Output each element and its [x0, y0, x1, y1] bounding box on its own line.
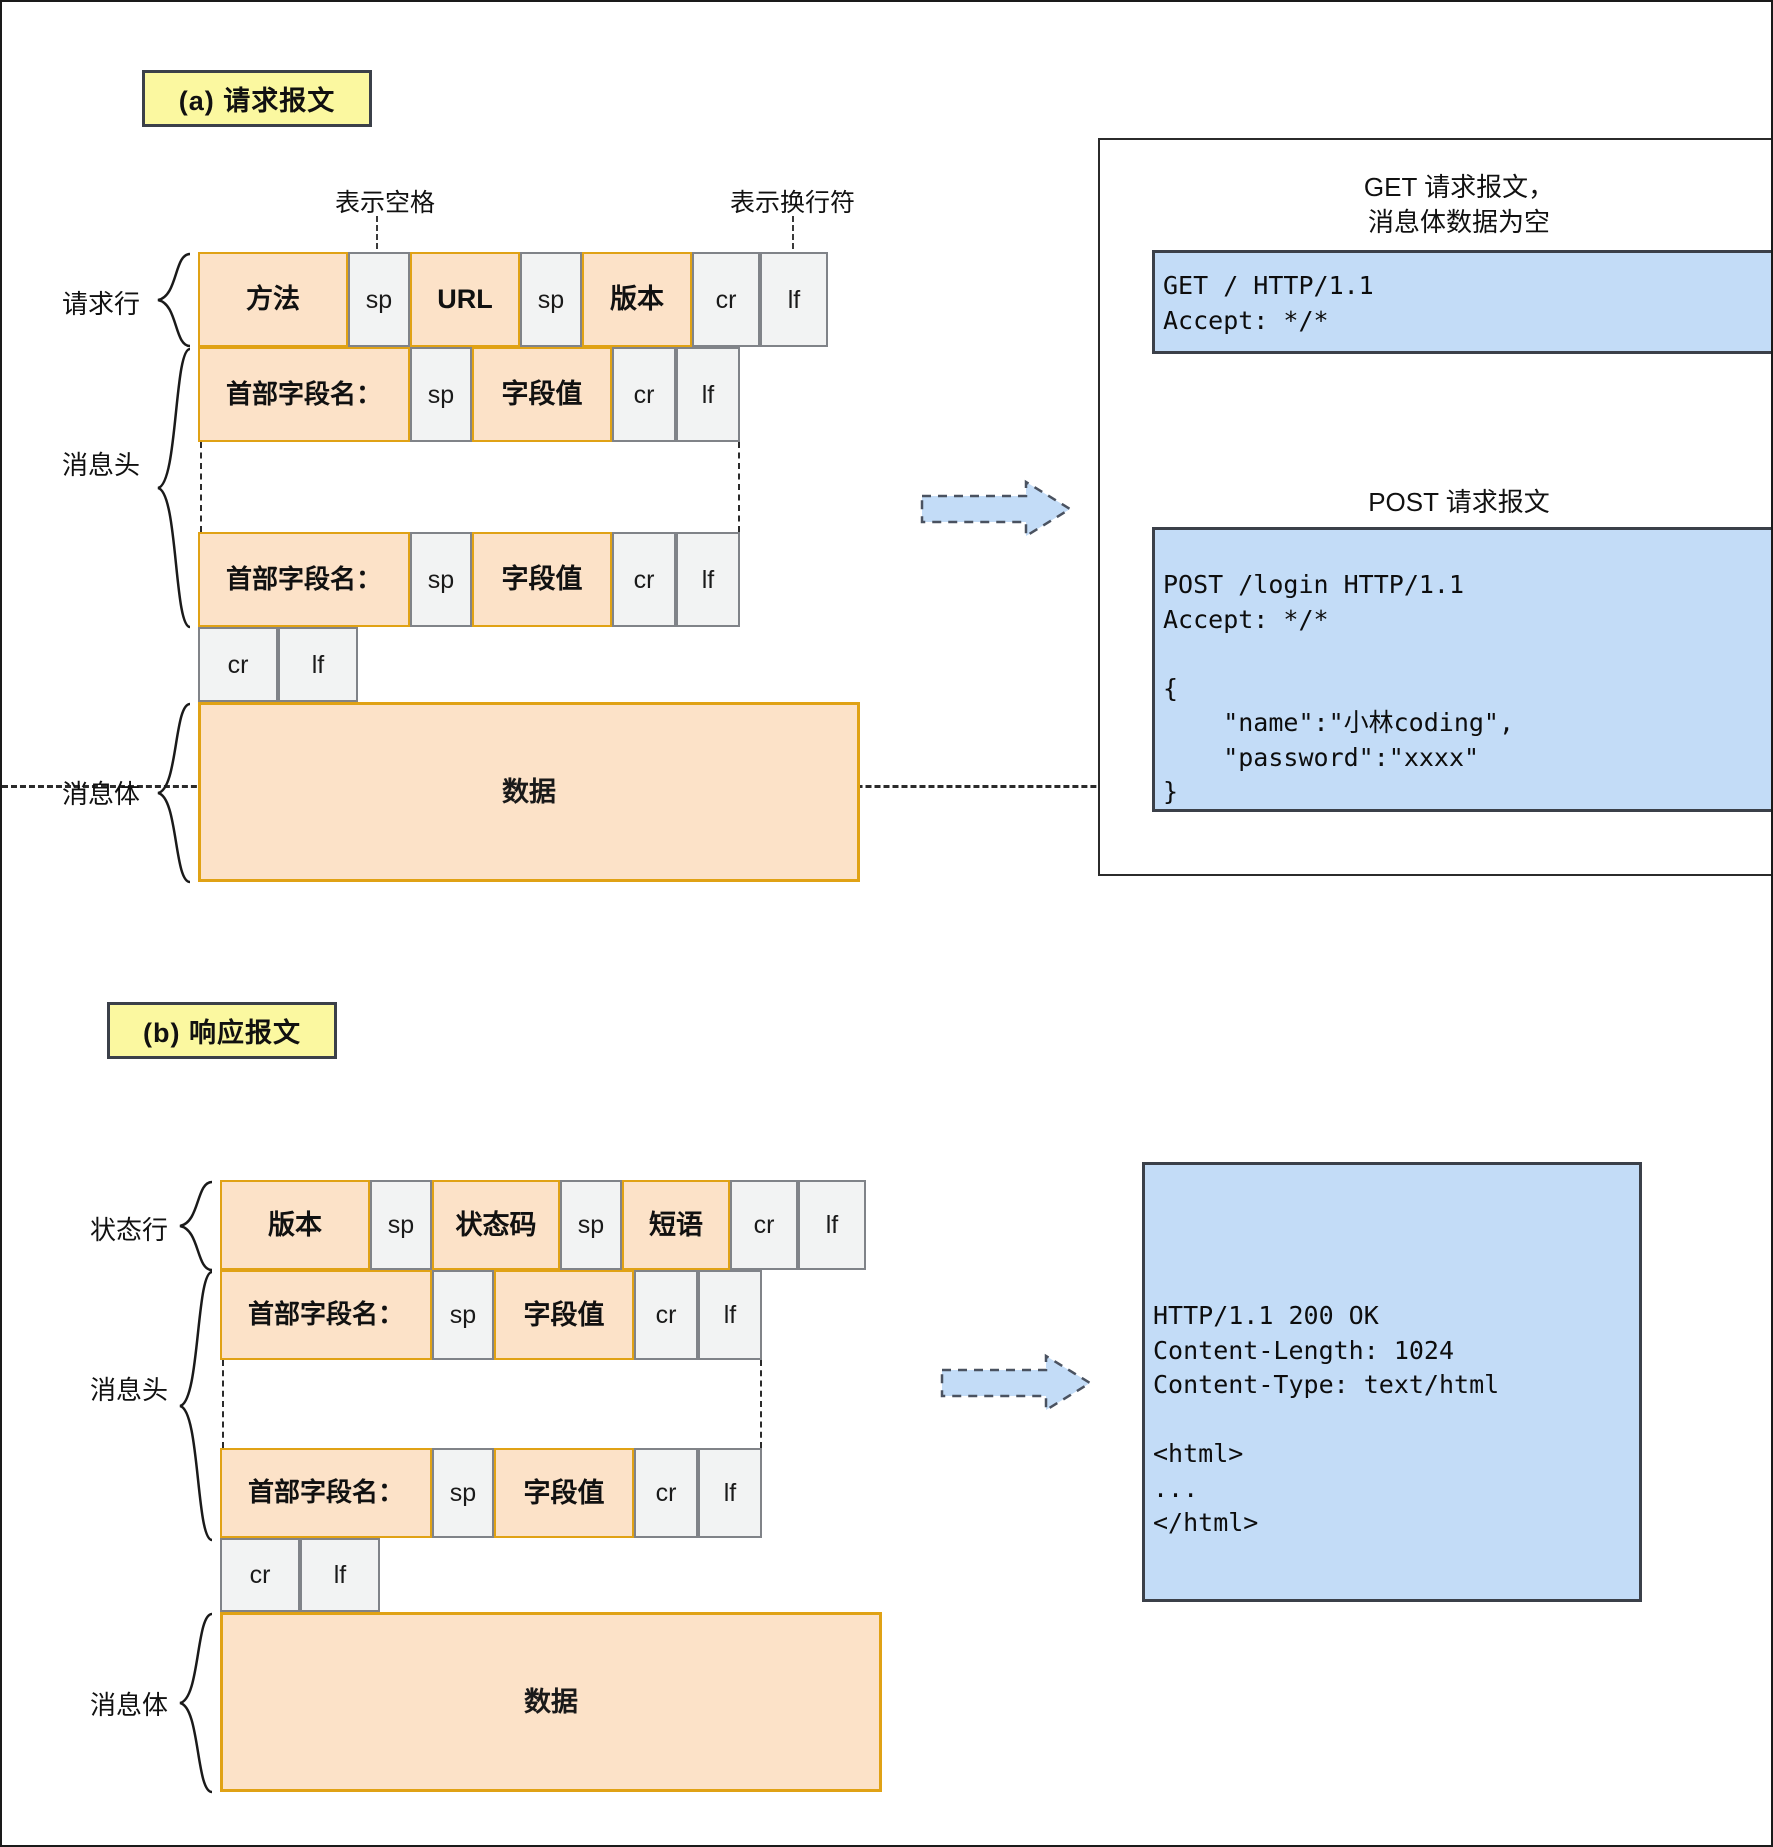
cell-sp-8: sp: [432, 1448, 494, 1538]
callout-space-leader: [376, 216, 378, 258]
cell-sp-1: sp: [348, 252, 410, 347]
caption-request-message: (a) 请求报文: [142, 70, 372, 127]
label-message-body-a: 消息体: [62, 779, 141, 809]
cell-lf-2: lf: [676, 347, 740, 442]
cell-lf-6: lf: [698, 1448, 762, 1538]
cell-cr-6: cr: [634, 1448, 698, 1538]
cell-method: 方法: [198, 252, 348, 347]
label-request-line: 请求行: [62, 289, 141, 319]
code-get-request-text: GET / HTTP/1.1 Accept: */*: [1163, 271, 1374, 335]
cell-cr-1: cr: [692, 252, 760, 347]
cell-cr-3: cr: [612, 532, 676, 627]
cell-sp-3: sp: [410, 347, 472, 442]
cell-body-data-response: 数据: [220, 1612, 882, 1792]
code-post-request-text: POST /login HTTP/1.1 Accept: */* { "name…: [1163, 570, 1515, 806]
header-continuation-left-b: [222, 1360, 224, 1448]
brace-message-body-b: [179, 1612, 213, 1794]
callout-newline-label: 表示换行符: [730, 189, 856, 217]
cell-cr-5: cr: [634, 1270, 698, 1360]
brace-message-header-a: [157, 347, 191, 629]
cell-header-name-4: 首部字段名：: [220, 1448, 432, 1538]
callout-space-label: 表示空格: [335, 189, 436, 217]
cell-lf-3: lf: [676, 532, 740, 627]
flow-arrow-request-icon: [920, 479, 1073, 539]
code-response-message: HTTP/1.1 200 OK Content-Length: 1024 Con…: [1142, 1162, 1642, 1602]
panel-title-post: POST 请求报文: [1368, 487, 1550, 517]
cell-sp-6: sp: [560, 1180, 622, 1270]
cell-sp-2: sp: [520, 252, 582, 347]
cell-header-value-4: 字段值: [494, 1448, 634, 1538]
cell-header-name-2: 首部字段名：: [198, 532, 410, 627]
section-divider: [2, 785, 1771, 788]
cell-header-value-1: 字段值: [472, 347, 612, 442]
cell-lf-1: lf: [760, 252, 828, 347]
cell-header-name-3: 首部字段名：: [220, 1270, 432, 1360]
panel-title-get: GET 请求报文， 消息体数据为空: [1363, 172, 1555, 238]
cell-lf-blank-b: lf: [300, 1538, 380, 1612]
cell-sp-4: sp: [410, 532, 472, 627]
callout-newline-leader: [792, 216, 794, 258]
cell-status-code: 状态码: [432, 1180, 560, 1270]
code-get-request: GET / HTTP/1.1 Accept: */*: [1152, 250, 1771, 354]
label-status-line: 状态行: [90, 1215, 169, 1245]
cell-version: 版本: [582, 252, 692, 347]
brace-status-line: [179, 1180, 213, 1272]
header-continuation-left: [200, 442, 202, 532]
cell-lf-blank: lf: [278, 627, 358, 702]
cell-header-name-1: 首部字段名：: [198, 347, 410, 442]
cell-header-value-3: 字段值: [494, 1270, 634, 1360]
header-continuation-right-b: [760, 1360, 762, 1448]
caption-response-message: (b) 响应报文: [107, 1002, 337, 1059]
cell-lf-4: lf: [798, 1180, 866, 1270]
cell-cr-blank: cr: [198, 627, 278, 702]
cell-reason-phrase: 短语: [622, 1180, 730, 1270]
cell-cr-4: cr: [730, 1180, 798, 1270]
flow-arrow-response-icon: [940, 1353, 1093, 1413]
cell-url: URL: [410, 252, 520, 347]
label-message-header-a: 消息头: [62, 450, 141, 480]
cell-header-value-2: 字段值: [472, 532, 612, 627]
cell-body-data-request: 数据: [198, 702, 860, 882]
cell-version-resp: 版本: [220, 1180, 370, 1270]
header-continuation-right: [738, 442, 740, 532]
label-message-header-b: 消息头: [90, 1375, 169, 1405]
cell-sp-7: sp: [432, 1270, 494, 1360]
code-response-message-text: HTTP/1.1 200 OK Content-Length: 1024 Con…: [1153, 1301, 1500, 1537]
cell-lf-5: lf: [698, 1270, 762, 1360]
cell-sp-5: sp: [370, 1180, 432, 1270]
label-message-body-b: 消息体: [90, 1690, 169, 1720]
cell-cr-2: cr: [612, 347, 676, 442]
code-post-request: POST /login HTTP/1.1 Accept: */* { "name…: [1152, 527, 1771, 812]
brace-message-body-a: [157, 702, 191, 884]
cell-cr-blank-b: cr: [220, 1538, 300, 1612]
brace-message-header-b: [179, 1270, 213, 1542]
brace-request-line: [157, 252, 191, 348]
